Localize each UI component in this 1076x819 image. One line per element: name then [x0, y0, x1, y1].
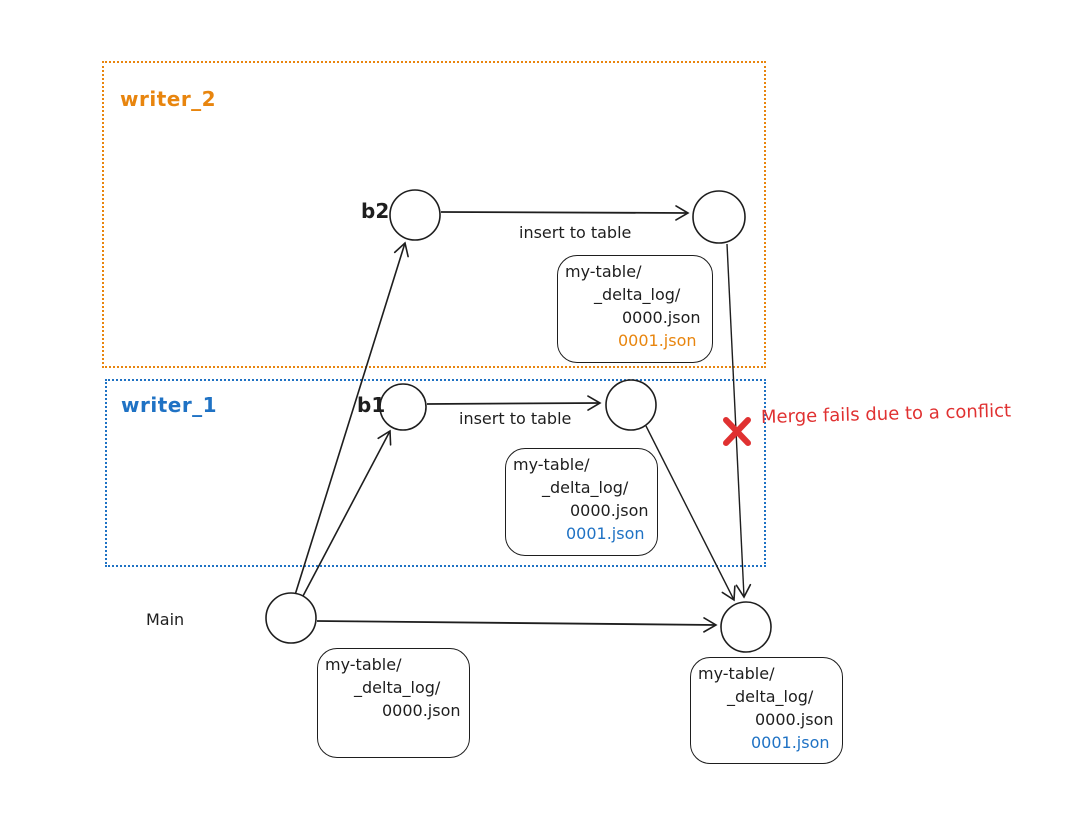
node-b2-commit: [389, 189, 441, 241]
file-line: 0000.json: [570, 501, 649, 520]
file-line: my-table/: [513, 455, 590, 474]
node-b1-commit: [379, 383, 427, 431]
edge-writer1-to-merge: [645, 425, 736, 602]
conflict-x-icon: [723, 417, 751, 446]
node-writer1-insert: [605, 379, 657, 431]
branch-b2-label: b2: [361, 199, 390, 223]
file-line: my-table/: [325, 655, 402, 674]
writer2-delta-log-box: my-table/ _delta_log/ 0000.json 0001.jso…: [557, 255, 713, 363]
branch-b1-label: b1: [357, 393, 386, 417]
main-branch-label: Main: [146, 610, 185, 629]
merge-delta-log-box: my-table/ _delta_log/ 0000.json 0001.jso…: [690, 657, 843, 764]
edge-writer2-to-merge: [726, 243, 752, 599]
file-line: 0000.json: [755, 710, 834, 729]
main-delta-log-box: my-table/ _delta_log/ 0000.json: [317, 648, 470, 758]
file-line: _delta_log/: [542, 478, 629, 497]
file-line: _delta_log/: [594, 285, 681, 304]
file-line: 0000.json: [622, 308, 701, 327]
writer2-region: [102, 61, 766, 368]
file-line: _delta_log/: [354, 678, 441, 697]
writer2-label: writer_2: [120, 87, 217, 111]
file-line: 0000.json: [382, 701, 461, 720]
writer1-action-label: insert to table: [459, 409, 572, 428]
writer1-delta-log-box: my-table/ _delta_log/ 0000.json 0001.jso…: [505, 448, 658, 556]
edge-b2-insert: [440, 205, 690, 221]
writer1-label: writer_1: [121, 393, 218, 417]
file-line: my-table/: [698, 664, 775, 683]
node-writer2-insert: [692, 190, 746, 244]
edge-main-to-merge: [316, 617, 718, 633]
file-line-new-commit: 0001.json: [566, 524, 645, 543]
node-merge-commit: [720, 601, 772, 653]
file-line: _delta_log/: [727, 687, 814, 706]
node-main-commit: [265, 592, 317, 644]
file-line: my-table/: [565, 262, 642, 281]
edge-main-to-b1: [302, 429, 392, 597]
file-line-new-commit: 0001.json: [618, 331, 697, 350]
writer2-action-label: insert to table: [519, 223, 632, 242]
file-line-new-commit: 0001.json: [751, 733, 830, 752]
edge-b1-insert: [426, 395, 602, 411]
edge-main-to-b2: [294, 241, 409, 596]
writer1-region: [105, 379, 766, 567]
